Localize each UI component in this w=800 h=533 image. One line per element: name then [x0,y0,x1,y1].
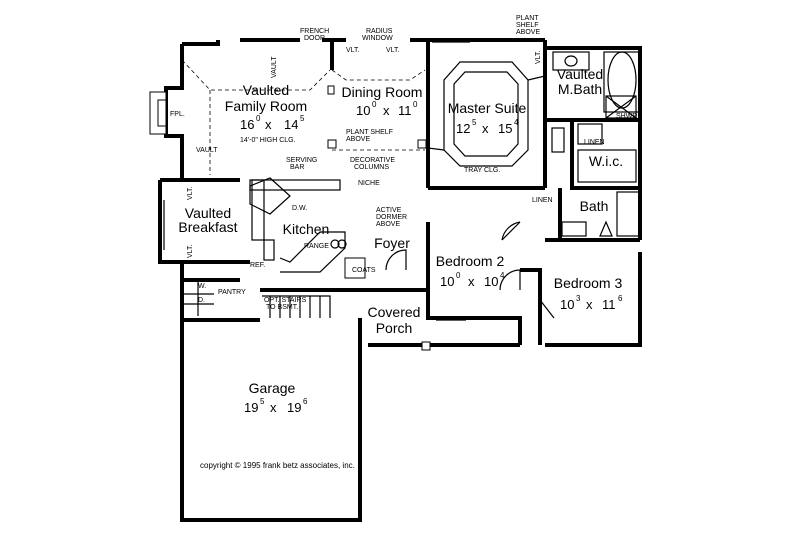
note-decorative-columns-1: DECORATIVE [350,157,395,164]
bedroom-3-height: 11 [602,297,616,312]
garage-height-sup: 6 [303,397,308,406]
annotations: FRENCH DOOR RADIUS WINDOW VLT. VLT. VAUL… [170,15,639,311]
note-active-dormer-2: DORMER [376,214,407,221]
family-room-width: 16 [240,117,254,132]
room-labels: Vaulted Family Room 16 0 x 14 5 14'-0" H… [178,66,623,415]
note-active-dormer-3: ABOVE [376,221,400,228]
note-active-dormer-1: ACTIVE [376,207,402,214]
note-serving-bar-1: SERVING [286,157,317,164]
dining-room-height-sup: 0 [413,100,418,109]
note-plant-shelf-above-1: PLANT SHELF [346,129,393,136]
note-plant-shelf-2: SHELF [516,22,539,29]
master-suite-title: Master Suite [448,100,527,116]
breakfast-title-2: Breakfast [178,219,237,235]
note-plant-shelf-3: ABOVE [516,29,540,36]
bedroom-3-x: x [586,297,593,312]
bedroom-3-width: 10 [560,297,574,312]
garage-height: 19 [287,400,301,415]
note-linen-bath: LINEN [584,139,605,146]
note-vlt-dining-left: VLT. [346,47,360,54]
note-fireplace: FPL. [170,111,185,118]
breakfast-title-1: Vaulted [185,205,231,221]
note-french-door-2: DOOR [304,35,325,42]
note-linen-hall: LINEN [532,197,553,204]
dining-room-width: 10 [356,103,370,118]
garage-title: Garage [249,380,296,396]
wic-title: W.i.c. [589,153,623,169]
note-radius-window-2: WINDOW [362,35,393,42]
family-room-height: 14 [284,117,298,132]
note-vlt-mbath: VLT. [535,50,542,64]
master-suite-height: 15 [498,121,512,136]
note-stairs-1: OPT. STAIRS [264,297,307,304]
master-suite-width: 12 [456,121,470,136]
bedroom-2-title: Bedroom 2 [436,253,505,269]
family-room-width-sup: 0 [256,114,261,123]
bedroom-2-width-sup: 0 [456,271,461,280]
family-room-title-1: Vaulted [243,82,289,98]
detail-lines [163,41,641,351]
note-decorative-columns-2: COLUMNS [354,164,389,171]
garage-width: 19 [244,400,258,415]
garage-width-sup: 5 [260,397,265,406]
note-dishwasher: D.W. [292,205,307,212]
note-french-door-1: FRENCH [300,28,329,35]
family-room-x: x [265,117,272,132]
note-niche: NICHE [358,180,380,187]
bedroom-2-height: 10 [484,274,498,289]
dining-room-title: Dining Room [342,84,423,100]
dining-room-width-sup: 0 [372,100,377,109]
note-pantry: PANTRY [218,289,246,296]
note-shower: SHWR. [616,113,639,120]
note-serving-bar-2: BAR [290,164,304,171]
porch-title-1: Covered [368,304,421,320]
interior-walls [182,40,640,347]
bedroom-2-width: 10 [440,274,454,289]
porch-title-2: Porch [376,320,413,336]
bedroom-3-width-sup: 3 [576,294,581,303]
note-stairs-2: TO BSMT. [266,304,298,311]
fireplace [149,91,167,135]
master-bath-title-2: M.Bath [558,81,602,97]
master-suite-width-sup: 5 [472,118,477,127]
note-plant-shelf-above-2: ABOVE [346,136,370,143]
note-coats: COATS [352,267,376,274]
note-tray-ceiling: TRAY CLG. [464,167,500,174]
copyright-text: copyright © 1995 frank betz associates, … [200,461,355,470]
note-range: RANGE [304,243,329,250]
master-bath-title-1: Vaulted [557,66,603,82]
note-washer: W. [198,283,206,290]
bedroom-2-height-sup: 4 [500,271,505,280]
bedroom-3-title: Bedroom 3 [554,275,623,291]
bedroom-2-x: x [468,274,475,289]
note-radius-window-1: RADIUS [366,28,393,35]
note-vlt-dining-right: VLT. [386,47,400,54]
dining-room-height: 11 [398,103,412,118]
family-room-title-2: Family Room [225,98,307,114]
bath-title: Bath [580,198,609,214]
family-room-height-sup: 5 [300,114,305,123]
note-dryer: D. [198,297,205,304]
note-plant-shelf-1: PLANT [516,15,539,22]
dining-room-x: x [383,103,390,118]
note-vlt-breakfast-2: VLT. [187,244,194,258]
kitchen-title: Kitchen [283,221,330,237]
master-suite-height-sup: 4 [514,118,519,127]
note-refrigerator: REF. [250,262,265,269]
garage-x: x [270,400,277,415]
foyer-title: Foyer [374,235,410,251]
family-room-ceiling-note: 14'-0" HIGH CLG. [240,137,296,144]
note-vault-left: VAULT [196,147,218,154]
note-vlt-breakfast-1: VLT. [187,186,194,200]
bedroom-3-height-sup: 6 [618,294,623,303]
note-vault-family: VAULT [271,56,278,78]
master-suite-x: x [482,121,489,136]
